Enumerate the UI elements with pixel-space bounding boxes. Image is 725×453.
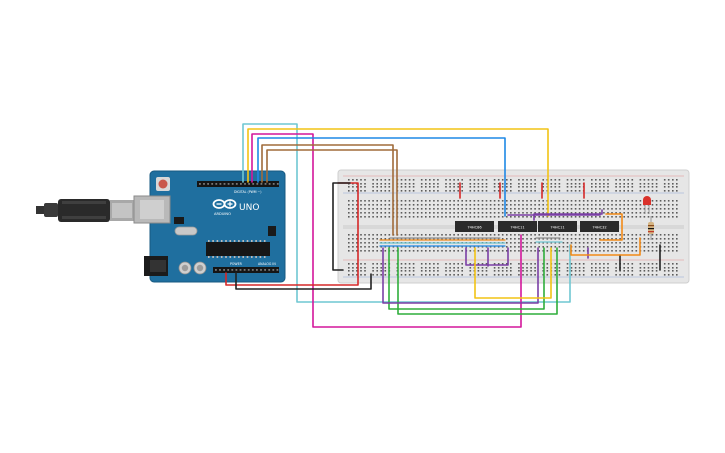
wire-cyan[interactable] (242, 123, 571, 303)
resistor[interactable] (648, 216, 654, 240)
power-header-label: POWER (230, 262, 243, 266)
usb-cable[interactable] (36, 199, 134, 222)
wire-brown[interactable] (261, 144, 394, 236)
wire-orange[interactable] (599, 213, 623, 241)
wire-purple[interactable] (533, 209, 603, 221)
wire-black-ground[interactable] (235, 272, 372, 290)
chip-label: 74HC11 (550, 226, 564, 230)
brand-label: ARDUINO (214, 212, 231, 216)
wire-green[interactable] (397, 247, 558, 315)
wire-orange[interactable] (570, 237, 641, 256)
chip-label: 74HC11 (510, 226, 524, 230)
model-label: UNO (239, 203, 259, 213)
atmega-microcontroller (206, 242, 270, 256)
chip-label: 74HC86 (467, 226, 482, 230)
wire-blue[interactable] (257, 137, 506, 217)
wire-green[interactable] (388, 247, 545, 310)
breadboard-holes[interactable] (348, 179, 678, 276)
chip-74hc11[interactable]: 74HC11 (538, 221, 577, 232)
chip-74hc86[interactable]: 74HC86 (455, 221, 494, 232)
wire-red-power[interactable] (225, 182, 359, 286)
wire-yellow[interactable] (247, 128, 549, 217)
wire-black-ground[interactable] (332, 182, 351, 271)
wire-purple[interactable] (382, 247, 539, 304)
arduino-uno-board[interactable]: ARDUINO UNO DIGITAL (PWM ~) POWER ANALOG… (36, 170, 286, 283)
wire-magenta[interactable] (251, 133, 522, 328)
crystal-oscillator (174, 226, 198, 236)
chip-74hc11[interactable]: 74HC11 (498, 221, 537, 232)
led[interactable] (643, 196, 651, 214)
arduino-logo (212, 199, 237, 209)
wire-yellow[interactable] (474, 247, 552, 299)
analog-header-label: ANALOG IN (258, 262, 276, 266)
power-analog-pin-header[interactable] (213, 267, 279, 273)
wire-brown[interactable] (266, 149, 398, 236)
wire-purple[interactable] (465, 247, 509, 266)
digital-header-label: DIGITAL (PWM ~) (234, 190, 261, 194)
chip-label: 74HC32 (592, 226, 606, 230)
chip-74hc32[interactable]: 74HC32 (580, 221, 619, 232)
digital-pin-header[interactable] (197, 181, 279, 187)
